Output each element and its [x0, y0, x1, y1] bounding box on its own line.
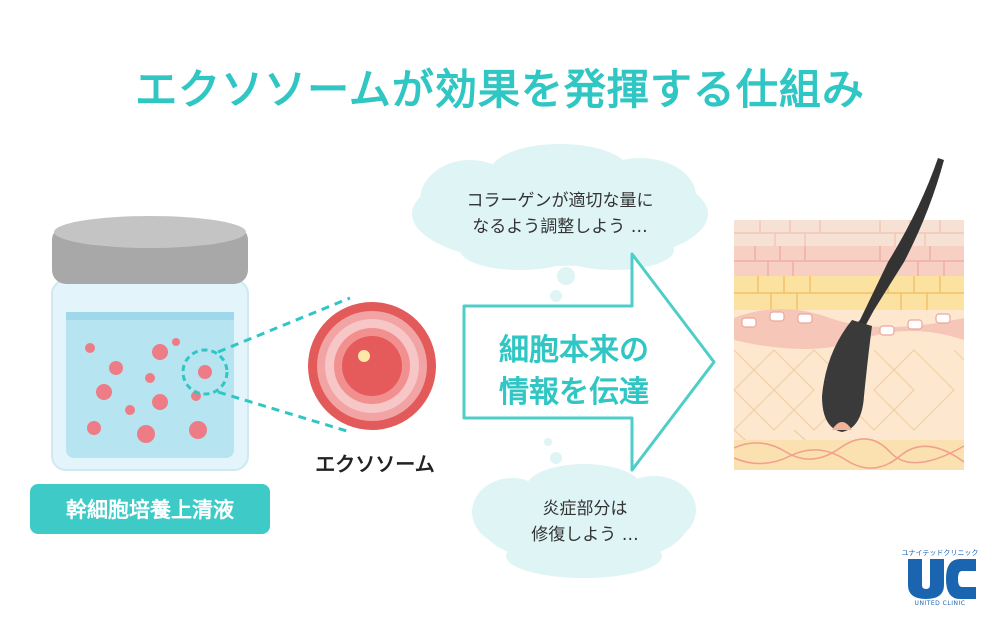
transfer-arrow [462, 252, 716, 472]
zoom-source-ring [181, 348, 229, 396]
zoom-line-top [217, 296, 351, 354]
hair-papilla [832, 422, 852, 430]
nerve-wave-1 [733, 438, 965, 464]
jar-liquid-surface [66, 312, 234, 320]
bubble-top-line2: なるよう調整しよう … [472, 217, 648, 237]
logo-top-text: ユナイテッドクリニック [901, 549, 979, 557]
arrow-text: 細胞本来の 情報を伝達 [474, 330, 674, 414]
clinic-logo: ユナイテッドクリニック UNITED CLINIC [900, 548, 980, 608]
zoom-line-bottom [217, 390, 351, 434]
uc-logo-icon [908, 559, 976, 599]
jar-liquid [66, 312, 234, 458]
hair-follicle [822, 320, 872, 432]
bubble-top-line1: コラーゲンが適切な量に [466, 191, 654, 211]
exosome-particles [85, 338, 207, 443]
arrow-text-line2: 情報を伝達 [499, 375, 649, 410]
nerve-wave-2 [733, 445, 965, 469]
culture-jar [51, 216, 249, 471]
exosome-closeup [308, 302, 436, 430]
arrow-text-line1: 細胞本来の [499, 333, 649, 368]
page-title: エクソソームが効果を発揮する仕組み [135, 65, 865, 114]
jar-label: 幹細胞培養上清液 [30, 484, 270, 534]
skin-cross-section [733, 158, 965, 470]
bubble-bottom-text: 炎症部分は 修復しよう … [470, 496, 700, 548]
thought-bubble-top [412, 144, 708, 316]
bubble-bottom-line1: 炎症部分は [542, 499, 628, 519]
zoom-source-particle [198, 365, 212, 379]
jar-lid-top [54, 216, 246, 248]
exosome-label: エクソソーム [315, 452, 435, 476]
bubble-top-text: コラーゲンが適切な量に なるよう調整しよう … [420, 188, 700, 240]
logo-bottom-text: UNITED CLINIC [914, 600, 966, 607]
bubble-bottom-line2: 修復しよう … [531, 525, 639, 545]
thought-bubble-bottom [472, 438, 696, 578]
hair-shaft [850, 158, 944, 332]
